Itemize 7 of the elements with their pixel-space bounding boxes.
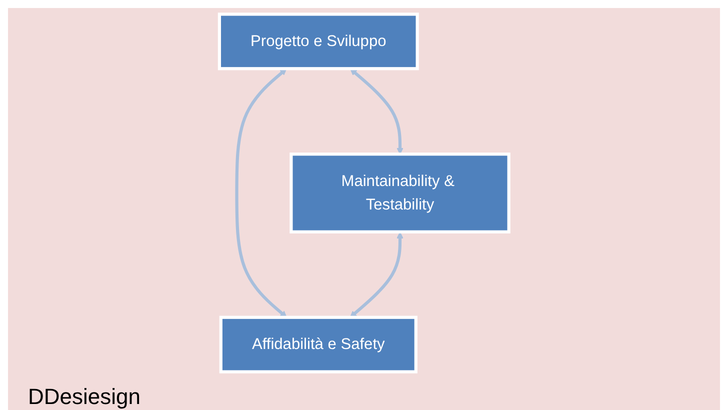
- arrow: [350, 68, 404, 154]
- footer-text: DDesiesign: [28, 384, 140, 410]
- node-box: Affidabilità e Safety: [219, 316, 418, 374]
- arrow: [350, 232, 404, 318]
- node-box: Progetto e Sviluppo: [218, 12, 419, 70]
- node-box: Maintainability & Testability: [289, 152, 510, 234]
- arrow: [235, 68, 287, 318]
